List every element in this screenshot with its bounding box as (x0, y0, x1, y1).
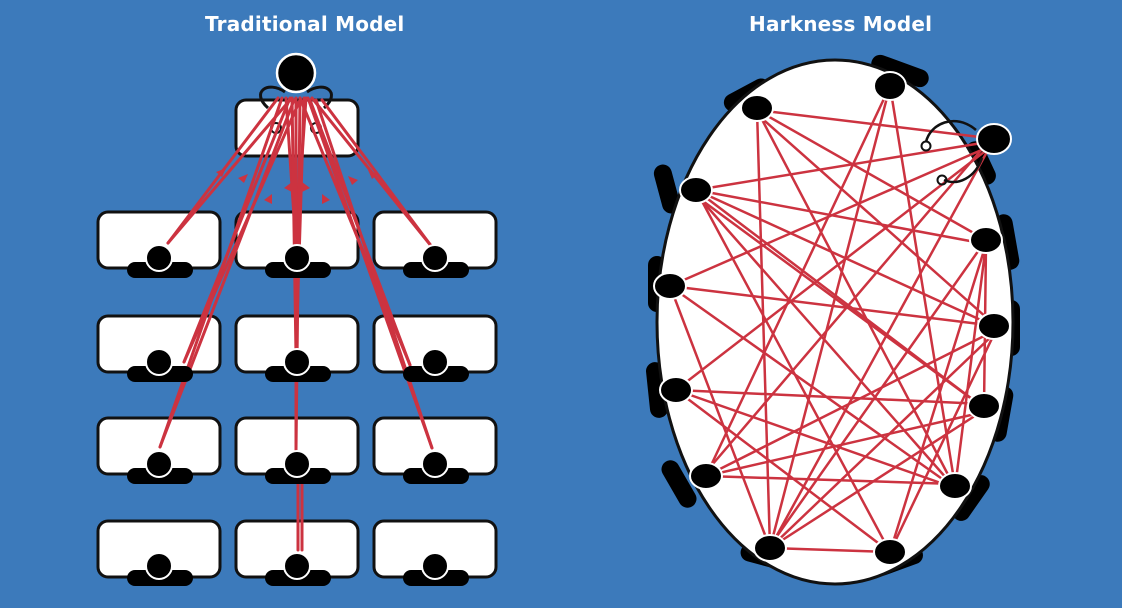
teacher-left-arm (259, 85, 286, 110)
student-head (740, 94, 774, 122)
student-head (653, 272, 687, 300)
teacher-head (976, 123, 1012, 155)
student-head (421, 244, 449, 272)
student-head (659, 376, 693, 404)
student-head (753, 534, 787, 562)
student-head (938, 472, 972, 500)
student-head (145, 244, 173, 272)
student-head (421, 348, 449, 376)
harkness-heads (653, 71, 1012, 566)
student-head (969, 226, 1003, 254)
student-head (145, 348, 173, 376)
student-head (283, 348, 311, 376)
student-head (977, 312, 1011, 340)
student-head (873, 71, 907, 101)
student-head (421, 552, 449, 580)
student-head (873, 538, 907, 566)
student-head (967, 392, 1001, 420)
teacher-right-arm (306, 85, 333, 110)
teacher-head (275, 52, 317, 94)
student-head (145, 450, 173, 478)
student-head (421, 450, 449, 478)
harkness-model-diagram (646, 54, 1020, 586)
student-head (679, 176, 713, 204)
students (127, 244, 469, 586)
harkness-interaction-lines (668, 84, 998, 554)
traditional-model-diagram (96, 52, 498, 586)
harkness-teacher-arms (920, 119, 984, 186)
student-head (283, 244, 311, 272)
traditional-arrowheads (216, 168, 378, 204)
student-head (283, 552, 311, 580)
student-head (145, 552, 173, 580)
student-head (689, 462, 723, 490)
harkness-model-title: Harkness Model (749, 12, 933, 36)
student-head (283, 450, 311, 478)
traditional-model-title: Traditional Model (205, 12, 405, 36)
